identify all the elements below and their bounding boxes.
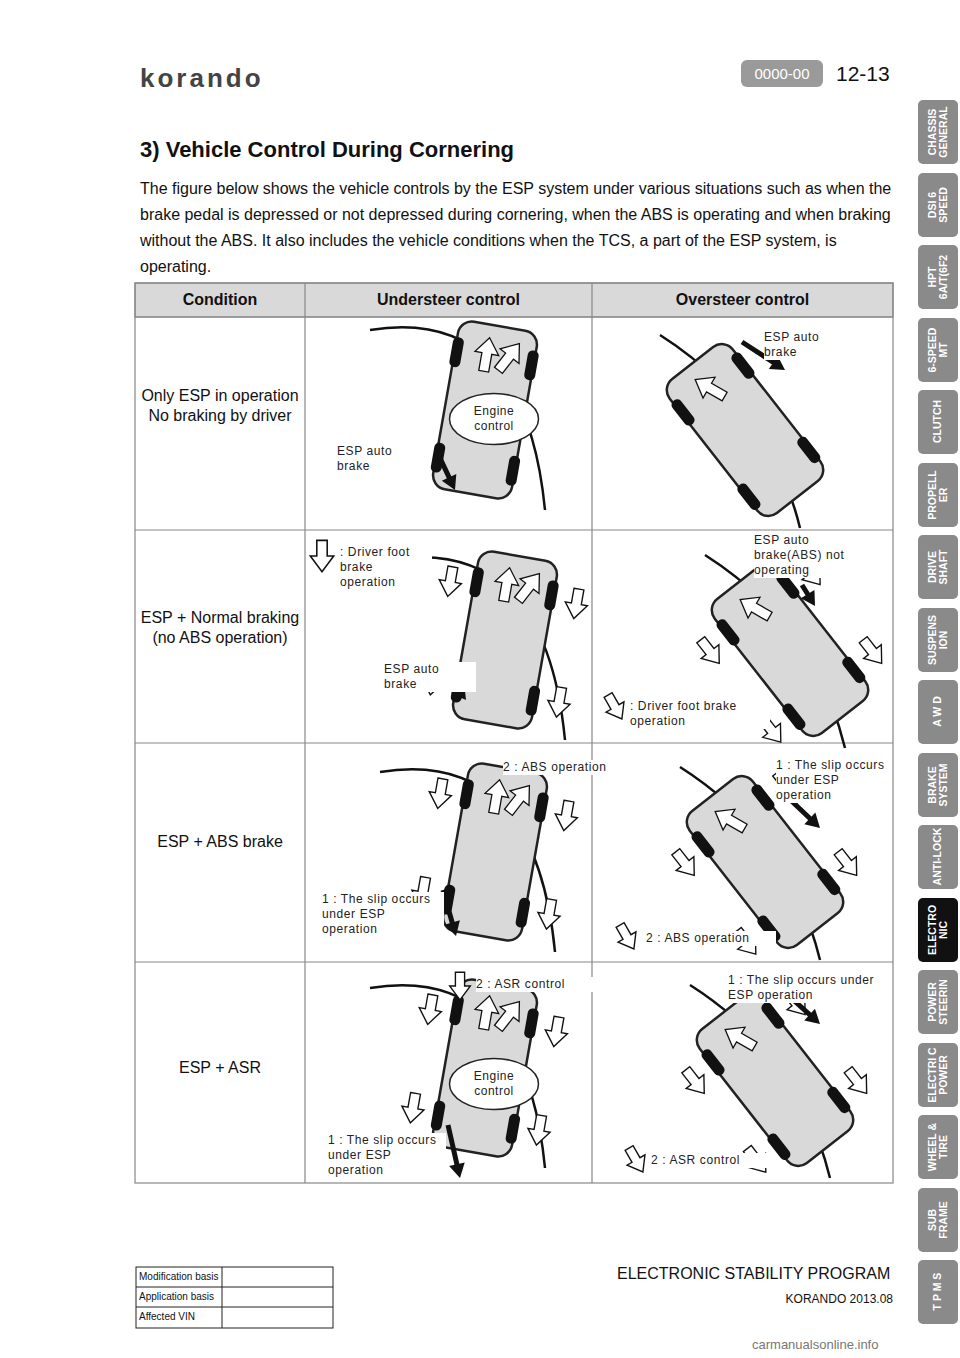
vehicle-symbol bbox=[427, 319, 542, 502]
condition-cell: Only ESP in operation No braking by driv… bbox=[140, 386, 300, 426]
footer-text: KORANDO 2013.08 bbox=[740, 1292, 893, 1307]
foot-brake-arrow bbox=[310, 540, 333, 571]
chapter-tab: SUB FRAME bbox=[918, 1188, 958, 1252]
node-text: Engine control bbox=[464, 1069, 524, 1099]
chapter-tab: CLUTCH bbox=[918, 390, 958, 454]
tab-text: WHEEL & TIRE bbox=[927, 1117, 949, 1177]
tab-text: CHASSIS GENERAL bbox=[927, 102, 949, 162]
tab-text: A W D bbox=[932, 682, 943, 742]
chapter-tab: SUSPENS ION bbox=[918, 608, 958, 672]
callout-text: 2 : ASR control bbox=[476, 977, 596, 992]
callout-text: ESP auto brake bbox=[764, 330, 856, 360]
callout-text: 1 : The slip occurs under ESP operation bbox=[776, 758, 892, 803]
tab-text: POWER STEERIN bbox=[927, 972, 949, 1032]
foot-brake-arrow bbox=[599, 690, 631, 724]
intro-paragraph: The figure below shows the vehicle contr… bbox=[140, 176, 892, 280]
table-header: Understeer control bbox=[305, 290, 592, 310]
tab-text: CLUTCH bbox=[932, 392, 943, 452]
tab-text: PROPELL ER bbox=[927, 465, 949, 525]
tab-text: ANTI-LOCK bbox=[932, 827, 943, 887]
callout-text: ESP auto brake(ABS) not operating bbox=[754, 533, 864, 578]
chapter-tab: 6-SPEED MT bbox=[918, 318, 958, 382]
condition-cell: ESP + ASR bbox=[140, 1058, 300, 1078]
watermark: carmanualsonline.info bbox=[752, 1337, 878, 1353]
tab-text: SUSPENS ION bbox=[927, 610, 949, 670]
vehicle-symbol bbox=[416, 543, 594, 737]
foot-brake-arrow bbox=[620, 1143, 652, 1177]
tab-text: HPT 6A/T(6F2 bbox=[927, 247, 949, 307]
table-grid bbox=[135, 283, 893, 1183]
table-header: Condition bbox=[135, 290, 305, 310]
chapter-tab: POWER STEERIN bbox=[918, 970, 958, 1034]
modification-table bbox=[136, 1267, 333, 1328]
footer-text: ELECTRONIC STABILITY PROGRAM bbox=[617, 1264, 890, 1284]
tab-text: SUB FRAME bbox=[927, 1190, 949, 1250]
section-badge: 0000-00 bbox=[741, 60, 823, 87]
condition-cell: ESP + Normal braking (no ABS operation) bbox=[140, 608, 300, 648]
callout-text: ESP auto brake bbox=[337, 444, 429, 474]
chapter-tab: BRAKE SYSTEM bbox=[918, 753, 958, 817]
page-number: 12-13 bbox=[836, 61, 890, 87]
condition-cell: ESP + ABS brake bbox=[140, 832, 300, 852]
chapter-tab: ELECTRI C POWER bbox=[918, 1043, 958, 1107]
chapter-tab: DSI 6 SPEED bbox=[918, 173, 958, 237]
callout-text: 2 : ASR control bbox=[651, 1153, 771, 1168]
chapter-tab-active: ELECTRO NIC bbox=[918, 898, 958, 962]
brand-logo: korando bbox=[140, 62, 264, 95]
tab-text: BRAKE SYSTEM bbox=[927, 755, 949, 815]
tab-text: ELECTRO NIC bbox=[927, 900, 949, 960]
tab-text: DSI 6 SPEED bbox=[927, 175, 949, 235]
table-header: Oversteer control bbox=[592, 290, 893, 310]
chapter-tab: DRIVE SHAFT bbox=[918, 535, 958, 599]
tab-text: DRIVE SHAFT bbox=[927, 537, 949, 597]
tab-text: ELECTRI C POWER bbox=[927, 1045, 949, 1105]
foot-brake-arrow bbox=[611, 920, 643, 954]
tab-text: T P M S bbox=[932, 1262, 943, 1322]
section-title: 3) Vehicle Control During Cornering bbox=[140, 136, 514, 164]
foot-brake-arrow bbox=[450, 972, 471, 1000]
callout-text: 1 : The slip occurs under ESP operation bbox=[728, 973, 888, 1003]
table-cell: Affected VIN bbox=[139, 1311, 221, 1324]
callout-text: 1 : The slip occurs under ESP operation bbox=[322, 892, 444, 937]
brake-arrow bbox=[795, 581, 822, 610]
chapter-tab: CHASSIS GENERAL bbox=[918, 100, 958, 164]
table-cell: Modification basis bbox=[139, 1271, 221, 1284]
callout-text: : Driver foot brake operation bbox=[630, 699, 770, 729]
callout-text: 2 : ABS operation bbox=[646, 931, 776, 946]
chapter-tab: HPT 6A/T(6F2 bbox=[918, 245, 958, 309]
vehicle-symbol bbox=[658, 336, 831, 524]
callout-text: ESP auto brake bbox=[384, 662, 476, 692]
callout-text: 1 : The slip occurs under ESP operation bbox=[328, 1133, 446, 1178]
callout-text: 2 : ABS operation bbox=[503, 760, 653, 775]
node-text: Engine control bbox=[464, 404, 524, 434]
tab-text: 6-SPEED MT bbox=[927, 320, 949, 380]
chapter-tab: T P M S bbox=[918, 1260, 958, 1324]
brake-arrow bbox=[433, 455, 462, 494]
chapter-tab: PROPELL ER bbox=[918, 463, 958, 527]
badge-text: 0000-00 bbox=[754, 66, 809, 82]
chapter-tab: ANTI-LOCK bbox=[918, 825, 958, 889]
table-cell: Application basis bbox=[139, 1291, 221, 1304]
chapter-tab: A W D bbox=[918, 680, 958, 744]
chapter-tab: WHEEL & TIRE bbox=[918, 1115, 958, 1179]
callout-text: : Driver foot brake operation bbox=[340, 545, 432, 590]
engine-control-ellipse: Engine control bbox=[448, 1057, 540, 1111]
vehicle-illustrations bbox=[310, 319, 901, 1194]
engine-control-ellipse: Engine control bbox=[448, 392, 540, 446]
